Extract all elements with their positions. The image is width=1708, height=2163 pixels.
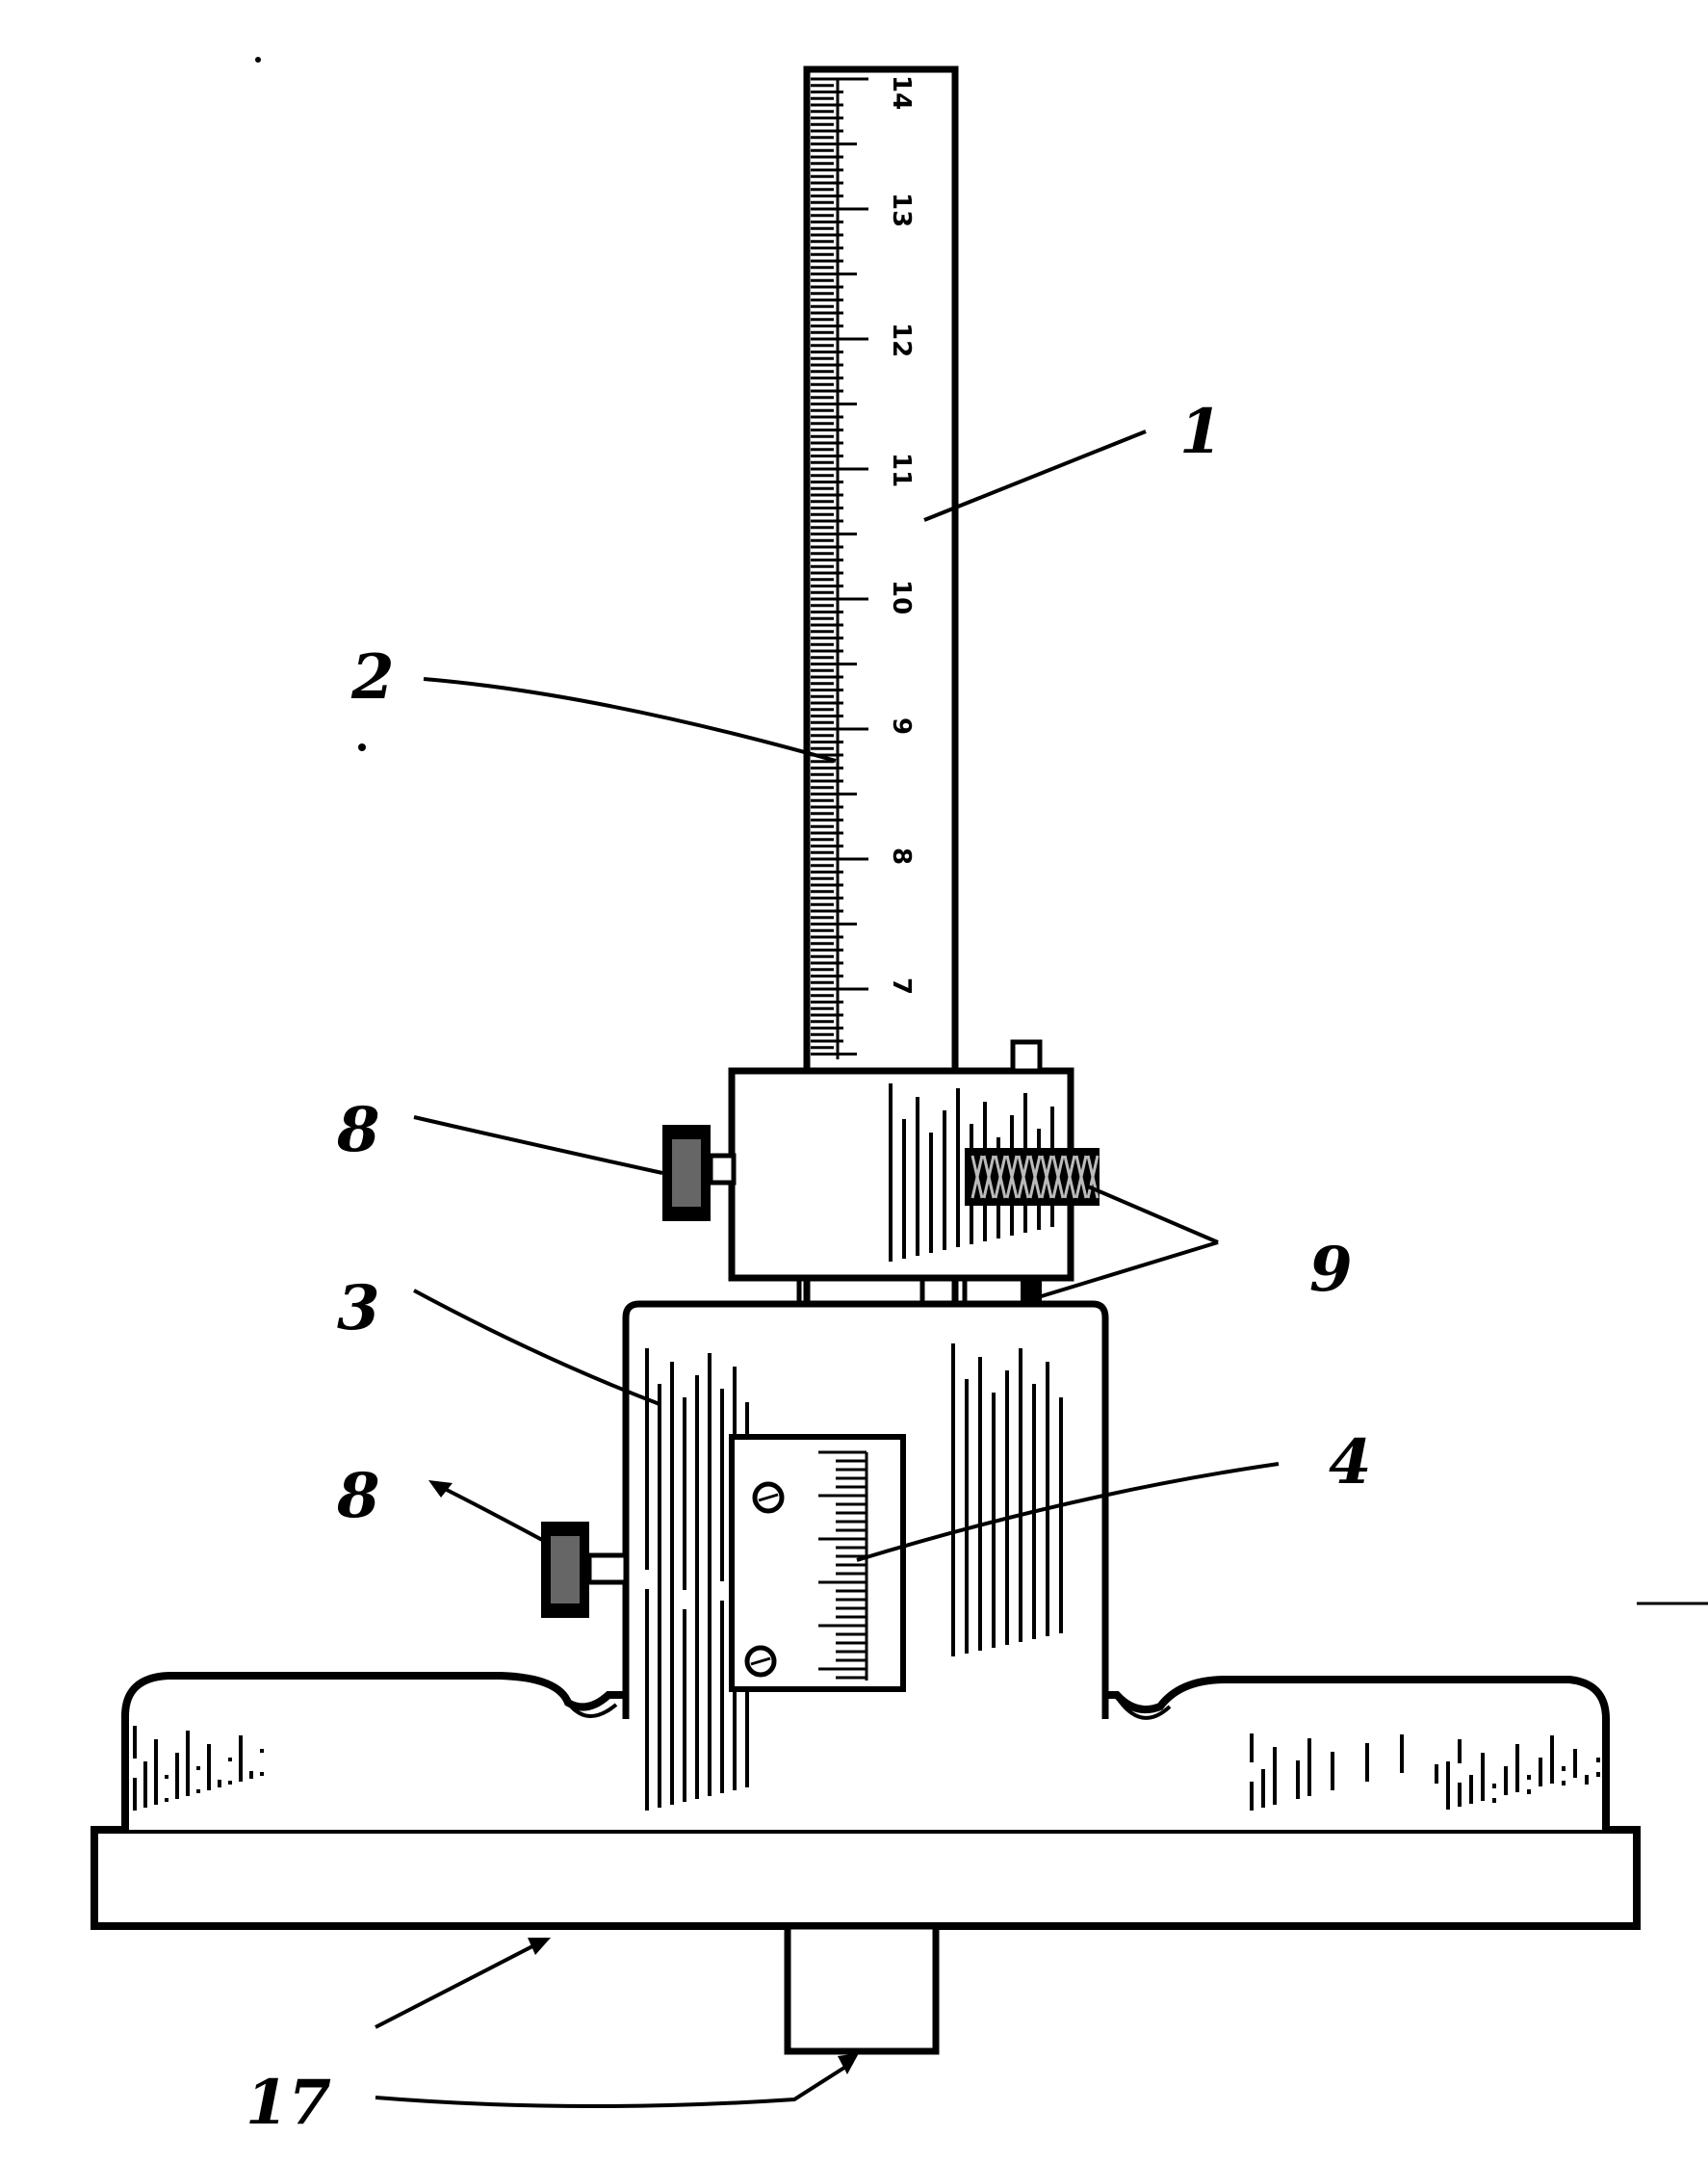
leader-17b [375, 2064, 849, 2109]
scale-number-13: 13 [887, 193, 916, 227]
knurl-stroke [1005, 1155, 1019, 1199]
scale-number-12: 12 [887, 323, 916, 357]
leader-1 [923, 430, 1147, 522]
body-shading-right [951, 1343, 1063, 1656]
scale-number-7: 7 [887, 977, 916, 995]
callout-8-lower: 8 [336, 1460, 380, 1532]
upper-clamp-screw [662, 1125, 737, 1221]
callout-1: 1 [1179, 396, 1223, 468]
leader-9b [1034, 1240, 1219, 1300]
leader-3 [413, 1289, 660, 1406]
vernier-window [729, 1434, 906, 1692]
knurl-stroke [1017, 1155, 1030, 1199]
scale-number-9: 9 [887, 717, 916, 735]
scale-number-10: 10 [887, 580, 916, 614]
knurl-stroke [1028, 1155, 1042, 1199]
vernier-graduation-ticks [818, 1450, 868, 1681]
scale-number-8: 8 [887, 847, 916, 865]
scale-number-11: 11 [887, 453, 916, 487]
knurl-stroke [982, 1155, 996, 1199]
leader-17a [375, 1943, 535, 2029]
fine-adjust-screw [965, 1148, 1100, 1206]
leader-4 [856, 1462, 1280, 1562]
callout-2: 2 [350, 641, 395, 714]
callout-4: 4 [1329, 1426, 1372, 1498]
callout-17: 17 [246, 2067, 331, 2139]
base-plate [91, 1672, 1641, 2055]
scan-dot [255, 57, 261, 63]
ruler-scale-numbers: 7 8 9 10 11 12 13 14 [887, 75, 916, 995]
knurl-stroke [970, 1155, 984, 1199]
leader-9a [1087, 1185, 1219, 1244]
base-shading-left [133, 1726, 264, 1811]
base-shading-right [1250, 1733, 1600, 1811]
lower-clamp-screw [541, 1522, 629, 1618]
ruler-graduation-ticks [811, 77, 868, 1059]
leader-8-lower [432, 1481, 545, 1543]
gauge-body [541, 1300, 1109, 1811]
callout-8-upper: 8 [336, 1094, 380, 1166]
leader-lines [375, 430, 1280, 2109]
knurl-stroke [994, 1155, 1007, 1199]
leader-2 [423, 677, 837, 763]
leader-8-upper [413, 1115, 663, 1175]
knurl-stroke [1040, 1155, 1053, 1199]
callout-labels: 1 2 3 4 8 8 9 17 [246, 396, 1372, 2139]
callout-9: 9 [1309, 1234, 1353, 1306]
callout-3: 3 [337, 1272, 380, 1344]
knurl-stroke [1051, 1155, 1065, 1199]
knurl-stroke [1074, 1155, 1088, 1199]
fine-adjust-slider [662, 1039, 1100, 1304]
knurled-pattern [970, 1155, 1100, 1199]
scan-dot [358, 743, 366, 751]
knurl-stroke [1063, 1155, 1076, 1199]
knurl-stroke [1086, 1155, 1100, 1199]
leader-arrowheads [428, 1480, 859, 2074]
scale-number-14: 14 [887, 75, 916, 110]
